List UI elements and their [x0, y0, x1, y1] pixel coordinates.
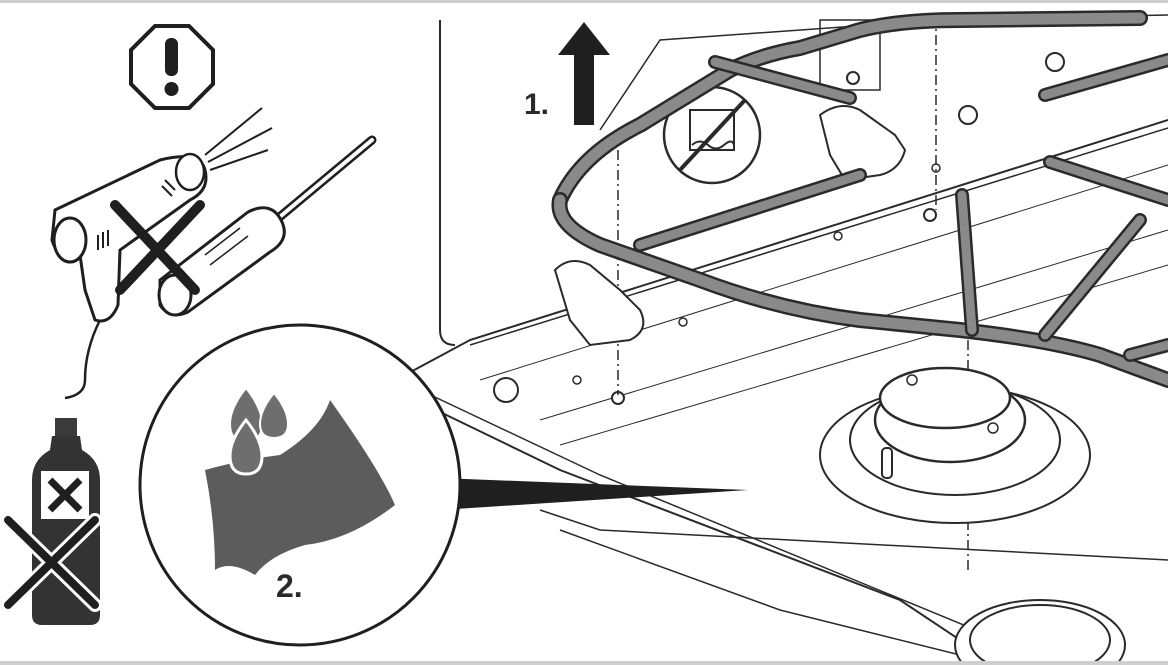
callout-pointer: [440, 478, 748, 510]
prohibited-cross-icon: [110, 200, 205, 295]
chemical-bottle-prohibited-icon: [1, 418, 102, 625]
panel-divider: [439, 20, 456, 346]
step-2-label: 2.: [276, 568, 303, 604]
damp-cloth-icon: [138, 323, 462, 647]
warning-octagon-icon: [129, 24, 215, 110]
up-arrow-icon: [558, 22, 610, 125]
steam-cleaner-prohibited-icon: [50, 107, 273, 400]
no-dishwasher-icon: [662, 85, 762, 185]
top-border: [0, 0, 1168, 3]
step-1-label: 1.: [524, 88, 550, 121]
bottom-border: [0, 661, 1168, 665]
hob-scene: [404, 14, 1168, 665]
pan-support-grate: [551, 10, 1168, 388]
